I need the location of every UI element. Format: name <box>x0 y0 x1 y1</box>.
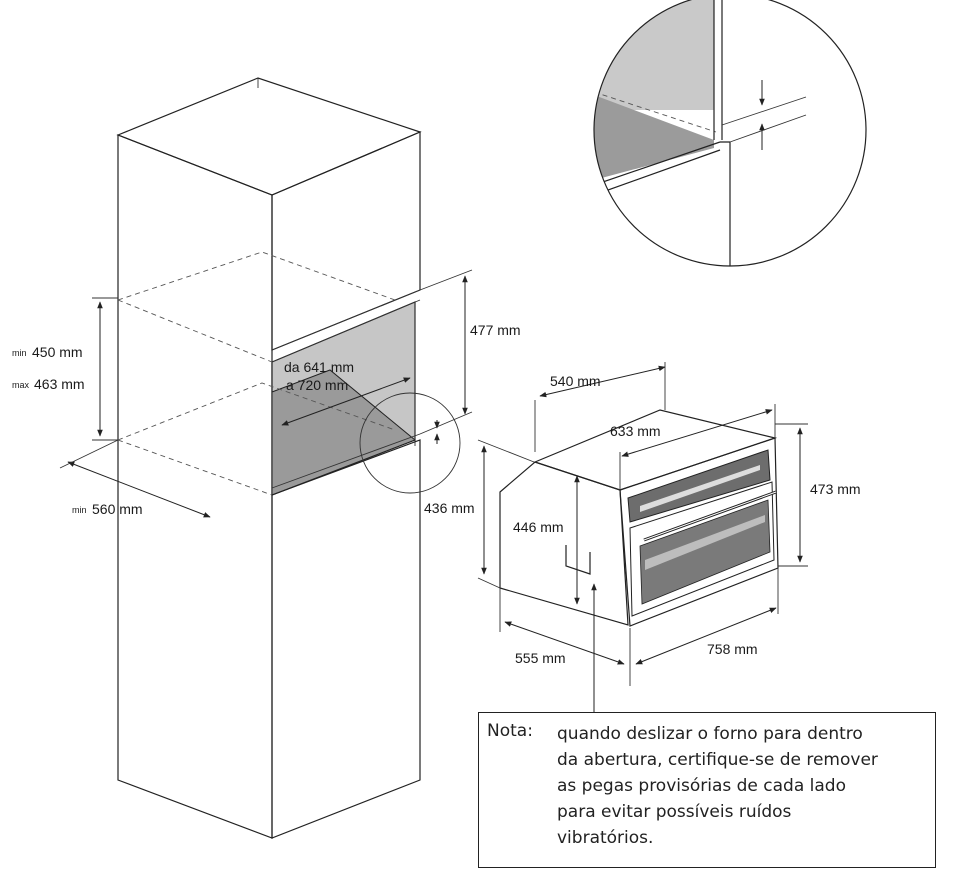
oven <box>499 409 779 627</box>
installation-note: Nota: quando deslizar o forno para dentr… <box>478 712 936 868</box>
label-oven-base-depth: 555 mm <box>515 650 566 666</box>
label-gap-height: 436 mm <box>424 500 475 516</box>
label-opening-height: 477 mm <box>470 322 521 338</box>
label-oven-front-height: 473 mm <box>810 481 861 497</box>
note-label: Nota: <box>487 721 533 741</box>
label-cabinet-height-max: 463 mm <box>34 376 85 392</box>
label-min-prefix-width: min <box>72 505 87 515</box>
cabinet-top <box>116 77 422 196</box>
oven-side <box>499 461 629 626</box>
label-cabinet-height-min: 450 mm <box>32 344 83 360</box>
label-oven-width: 758 mm <box>707 641 758 657</box>
label-oven-total-depth: 633 mm <box>610 423 661 439</box>
label-oven-body-height: 446 mm <box>513 519 564 535</box>
label-cabinet-width-min: 560 mm <box>92 501 143 517</box>
note-line: da abertura, certifique-se de remover <box>557 750 878 770</box>
temporary-spacer <box>565 545 591 575</box>
note-line: para evitar possíveis ruídos <box>557 802 792 822</box>
cabinet-front-lower <box>271 439 421 839</box>
label-depth-range-2: a 720 mm <box>286 377 348 393</box>
note-line: quando deslizar o forno para dentro <box>557 724 863 744</box>
note-text: quando deslizar o forno para dentro da a… <box>557 721 929 851</box>
cabinet-dimension-lines <box>59 269 473 518</box>
note-line: vibratórios. <box>557 828 654 848</box>
cabinet-column <box>116 77 422 839</box>
label-depth-range-1: da 641 mm <box>284 359 354 375</box>
oven-dimension-lines <box>477 362 808 712</box>
label-max-prefix-height: max <box>12 380 30 390</box>
label-min-prefix-height: min <box>12 348 27 358</box>
note-line: as pegas provisórias de cada lado <box>557 776 846 796</box>
label-oven-side-depth: 540 mm <box>550 373 601 389</box>
dimension-labels: min 450 mm max 463 mm min 560 mm da 641 … <box>12 322 861 666</box>
detail-callout-circle <box>359 392 461 494</box>
magnified-detail <box>593 0 867 267</box>
